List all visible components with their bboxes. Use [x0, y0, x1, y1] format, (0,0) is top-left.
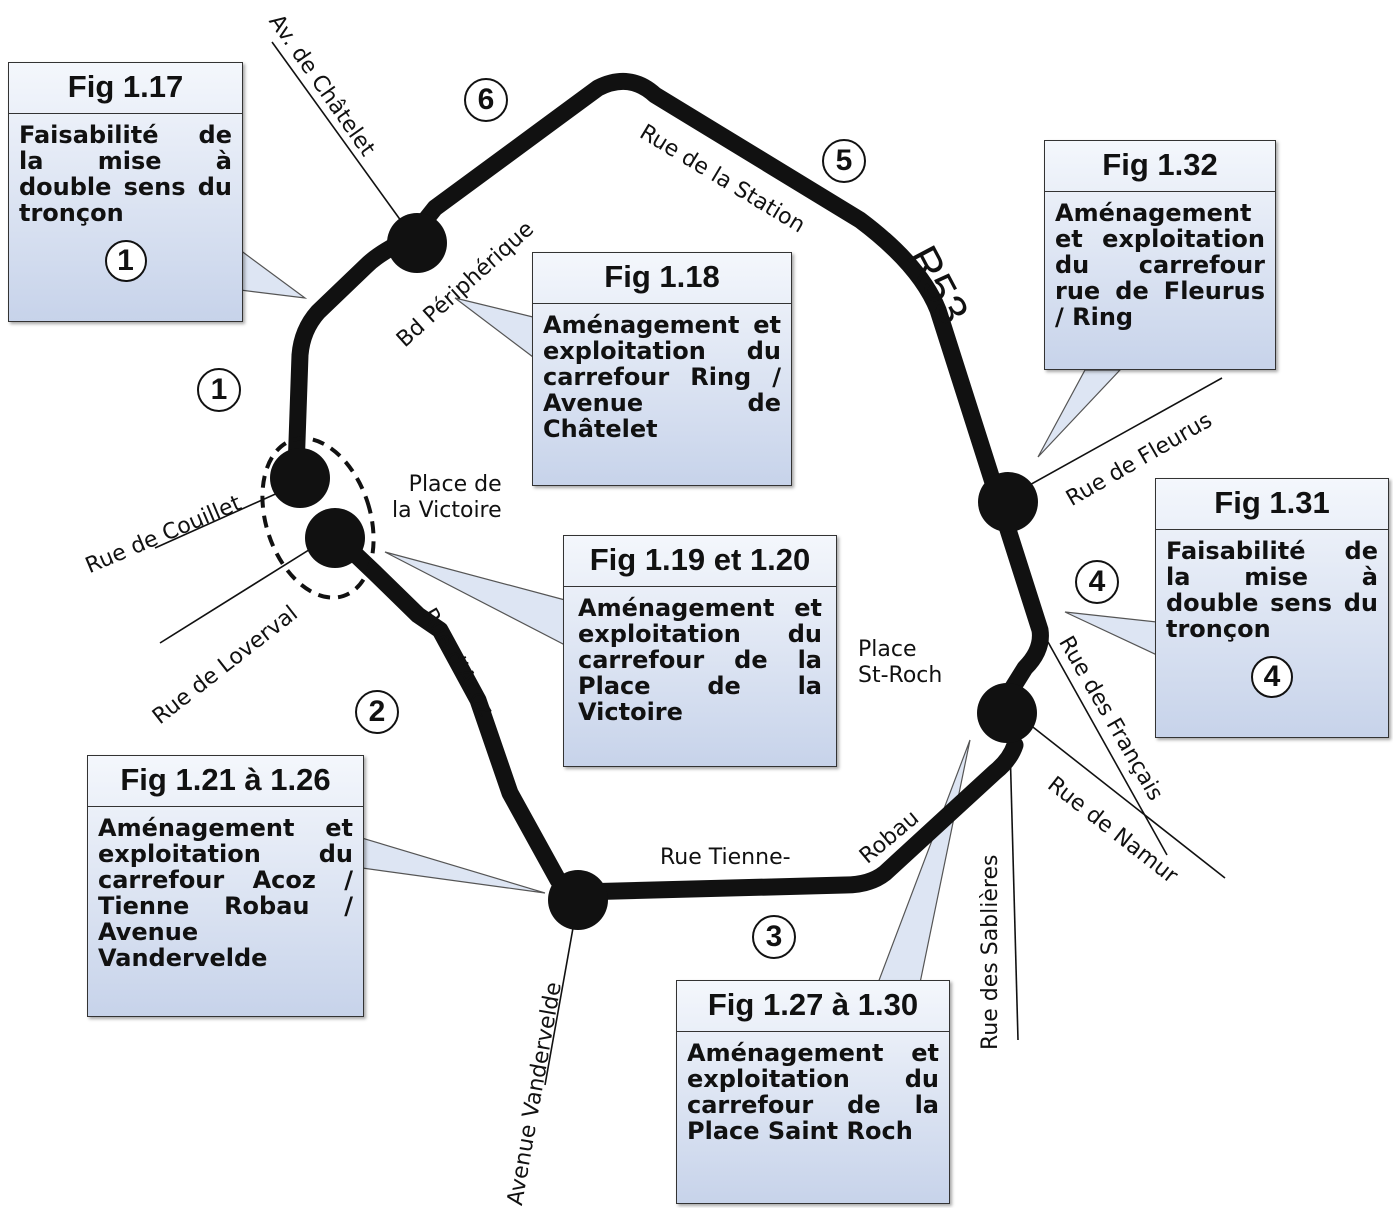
callout-title: Fig 1.31: [1156, 479, 1388, 530]
node-place-st-roch: [977, 683, 1037, 743]
street-rue-sablieres: [1009, 744, 1019, 1041]
node-rue-couillet: [270, 448, 330, 508]
node-acoz-vandervelde: [548, 870, 608, 930]
section-number-6: 6: [464, 78, 508, 122]
callout-title: Fig 1.17: [9, 63, 242, 114]
callout-fig-1-18: Fig 1.18 Aménagement et exploitation du …: [532, 252, 792, 486]
callout-title: Fig 1.19 et 1.20: [564, 536, 836, 587]
section-number-5: 5: [822, 139, 866, 183]
callout-fig-1-27: Fig 1.27 à 1.30 Aménagement et exploitat…: [676, 980, 950, 1204]
callout-body: Aménagement et exploitation du carrefour…: [687, 1039, 939, 1145]
callout-fig-1-19: Fig 1.19 et 1.20 Aménagement et exploita…: [563, 535, 837, 767]
callout-body: Aménagement et exploitation du carrefour…: [578, 594, 822, 726]
callout-fig-1-17: Fig 1.17 Faisabilité de la mise à double…: [8, 62, 243, 322]
street-rue-fleurus: [1007, 377, 1223, 498]
callout-title: Fig 1.21 à 1.26: [88, 756, 363, 807]
callout-title: Fig 1.27 à 1.30: [677, 981, 949, 1032]
node-av-chatelet: [387, 213, 447, 273]
callout-title: Fig 1.18: [533, 253, 791, 304]
callout-body: Aménagement et exploitation du carrefour…: [543, 311, 781, 443]
section-number-4: 4: [1075, 560, 1119, 604]
callout-title: Fig 1.32: [1045, 141, 1275, 192]
street-rue-namur: [1014, 712, 1226, 879]
street-av-chatelet: [271, 41, 418, 244]
section-number-badge: 4: [1251, 656, 1293, 698]
callout-body: Faisabilité de la mise à double sens du …: [19, 121, 232, 227]
callout-body: Aménagement et exploitation du carrefour…: [98, 814, 353, 972]
callout-fig-1-31: Fig 1.31 Faisabilité de la mise à double…: [1155, 478, 1389, 738]
pointer-fig-1-18: [454, 297, 538, 362]
callout-fig-1-21: Fig 1.21 à 1.26 Aménagement et exploitat…: [87, 755, 364, 1017]
section-number-2: 2: [355, 690, 399, 734]
label-place-victoire: Place de la Victoire: [392, 472, 502, 523]
place-victoire-highlight: [260, 436, 376, 600]
section-number-badge: 1: [104, 240, 147, 282]
section-number-3: 3: [752, 915, 796, 959]
callout-body: Faisabilité de la mise à double sens du …: [1166, 537, 1378, 643]
pointer-fig-1-21: [361, 837, 546, 894]
pointer-fig-1-32: [1037, 369, 1122, 458]
callout-body: Aménagement et exploitation du carrefour…: [1055, 199, 1265, 331]
street-av-vandervelde: [544, 899, 579, 1086]
street-rue-francais: [1047, 641, 1168, 856]
label-rue-tienne: Rue Tienne-: [660, 845, 791, 870]
label-rue-sablieres: Rue des Sablières: [978, 854, 1003, 1050]
node-rue-loverval: [305, 508, 365, 568]
node-rue-fleurus: [978, 472, 1038, 532]
pointer-fig-1-17: [239, 248, 308, 299]
street-rue-loverval: [159, 537, 329, 644]
section-number-1: 1: [197, 368, 241, 412]
callout-fig-1-32: Fig 1.32 Aménagement et exploitation du …: [1044, 140, 1276, 370]
label-place-st-roch: Place St-Roch: [858, 637, 943, 688]
